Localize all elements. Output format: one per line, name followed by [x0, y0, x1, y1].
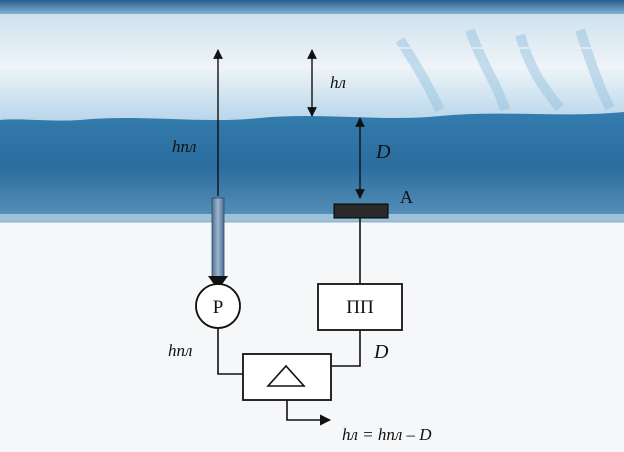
- ice-texture: [395, 28, 615, 113]
- subtractor-triangle-icon: [266, 364, 306, 387]
- seabed-strip: [0, 214, 624, 222]
- label-h-pl-upper: hпл: [172, 137, 196, 156]
- pressure-tube-arrowhead: [208, 276, 228, 290]
- pp-box: [317, 283, 403, 331]
- label-formula: hл = hпл – D: [342, 425, 432, 444]
- output-line: [286, 400, 332, 426]
- label-h-l-upper: hл: [330, 73, 346, 92]
- label-d-upper: D: [375, 141, 391, 163]
- label-h-pl-lower: hпл: [168, 341, 192, 360]
- pressure-tube: [211, 197, 225, 281]
- sensor-a: [333, 203, 389, 219]
- label-pp: ПП: [346, 297, 374, 318]
- label-a: A: [400, 187, 413, 207]
- pp-to-subtractor-line: [331, 330, 361, 367]
- label-d-lower: D: [373, 341, 389, 363]
- label-p: P: [213, 297, 224, 318]
- top-sky-band: [0, 0, 624, 14]
- p-to-subtractor-line: [217, 328, 243, 375]
- page-background: [0, 223, 624, 452]
